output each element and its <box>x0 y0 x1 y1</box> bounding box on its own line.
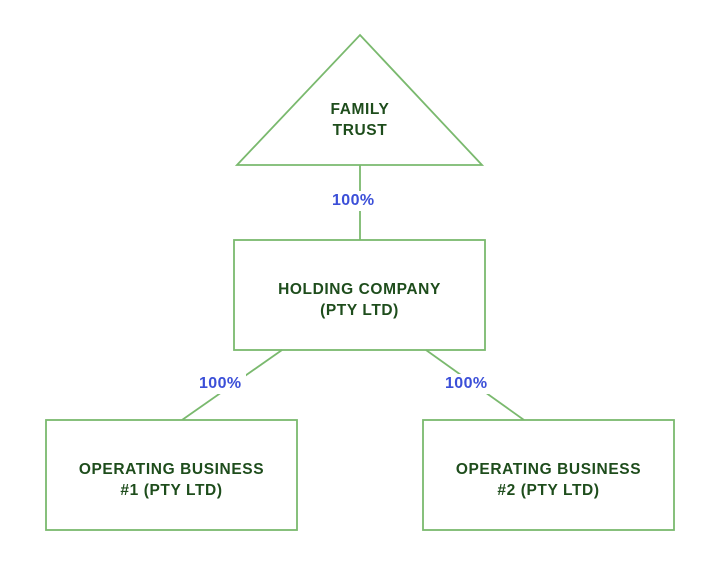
family-trust-line1: FAMILY <box>330 101 390 118</box>
operating-business-2-box <box>422 419 675 531</box>
holding-company-line1: HOLDING COMPANY <box>278 281 441 298</box>
operating-business-1-box <box>45 419 298 531</box>
operating-business-2-line2: #2 (PTY LTD) <box>497 482 600 499</box>
holding-company-box <box>233 239 486 351</box>
holding-company-label: HOLDING COMPANY (PTY LTD) <box>234 279 485 321</box>
family-trust-label: FAMILY TRUST <box>260 99 460 141</box>
percent-holding-op1: 100% <box>195 374 246 394</box>
percent-trust-holding: 100% <box>328 191 379 211</box>
family-trust-line2: TRUST <box>332 122 388 139</box>
operating-business-1-label: OPERATING BUSINESS #1 (PTY LTD) <box>46 459 297 501</box>
holding-company-line2: (PTY LTD) <box>320 302 399 319</box>
operating-business-2-label: OPERATING BUSINESS #2 (PTY LTD) <box>423 459 674 501</box>
operating-business-1-line1: OPERATING BUSINESS <box>78 461 265 478</box>
percent-holding-op2: 100% <box>441 374 492 394</box>
operating-business-2-line1: OPERATING BUSINESS <box>455 461 642 478</box>
operating-business-1-line2: #1 (PTY LTD) <box>120 482 223 499</box>
